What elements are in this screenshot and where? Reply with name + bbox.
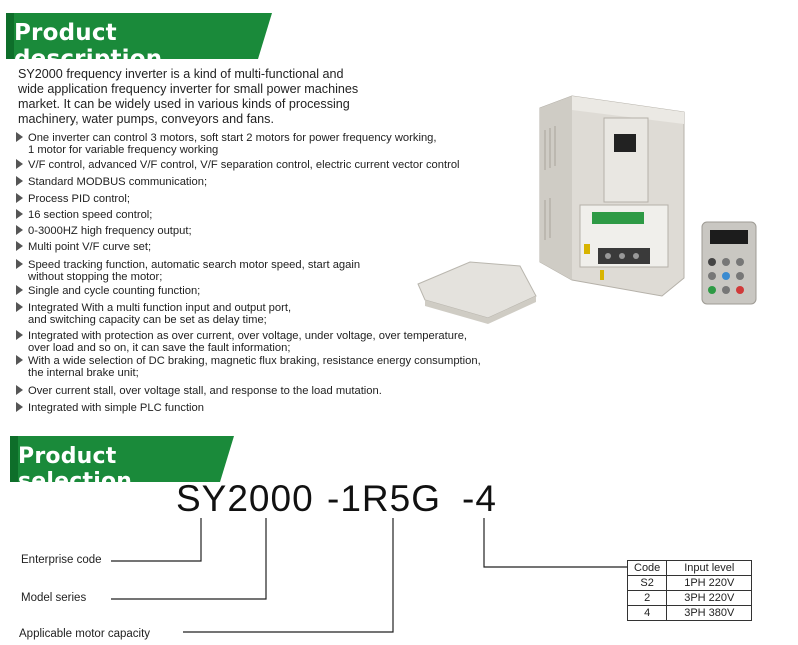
model-capacity-code: -1R5G [327, 478, 441, 519]
feature-text-continued: over load and so on, it can save the fau… [28, 342, 291, 354]
feature-text: Integrated with simple PLC function [28, 402, 204, 414]
feature-text: Over current stall, over voltage stall, … [28, 385, 382, 397]
feature-text: 16 section speed control; [28, 209, 153, 221]
section-banner-product-description: Product description [6, 13, 272, 72]
bullet-arrow-icon [16, 225, 23, 235]
intro-paragraph: SY2000 frequency inverter is a kind of m… [18, 67, 418, 127]
list-item: Over current stall, over voltage stall, … [16, 385, 382, 397]
intro-line: wide application frequency inverter for … [18, 82, 359, 96]
model-series-code: SY2000 [176, 478, 314, 519]
inverter-body [539, 95, 685, 297]
list-item: Integrated With a multi function input a… [16, 302, 291, 326]
section-banner-product-selection: Product selection [10, 436, 234, 494]
table-cell: S2 [626, 575, 668, 591]
table-cell: 3PH 220V [666, 590, 753, 606]
feature-text: 0-3000HZ high frequency output; [28, 225, 192, 237]
bullet-arrow-icon [16, 176, 23, 186]
bullet-arrow-icon [16, 193, 23, 203]
inverter-cover [417, 261, 537, 324]
bullet-arrow-icon [16, 355, 23, 365]
table-cell: 4 [626, 605, 668, 621]
table-row: S2 1PH 220V [626, 575, 753, 591]
bullet-arrow-icon [16, 330, 23, 340]
list-item: V/F control, advanced V/F control, V/F s… [16, 159, 460, 171]
bullet-arrow-icon [16, 259, 23, 269]
table-cell: 1PH 220V [666, 575, 753, 591]
input-level-table: Code Input level S2 1PH 220V 2 3PH 220V … [626, 560, 753, 621]
banner-accent [10, 436, 18, 482]
section-title: Product selection [18, 444, 133, 494]
bullet-arrow-icon [16, 159, 23, 169]
table-row: 4 3PH 380V [626, 605, 753, 621]
intro-line: machinery, water pumps, conveyors and fa… [18, 112, 274, 126]
intro-line: SY2000 frequency inverter is a kind of m… [18, 67, 344, 81]
feature-text: Standard MODBUS communication; [28, 176, 208, 188]
feature-text-continued: 1 motor for variable frequency working [28, 144, 219, 156]
keypad-remote [701, 221, 757, 305]
enterprise-code-label: Enterprise code [21, 554, 102, 566]
model-voltage-code: -4 [462, 478, 497, 519]
feature-text-continued: the internal brake unit; [28, 367, 139, 379]
list-item: One inverter can control 3 motors, soft … [16, 132, 437, 156]
feature-text: Integrated with protection as over curre… [28, 330, 468, 342]
list-item: Process PID control; [16, 193, 130, 205]
motor-capacity-label: Applicable motor capacity [19, 628, 151, 640]
feature-text: Multi point V/F curve set; [28, 241, 152, 253]
bullet-arrow-icon [16, 209, 23, 219]
feature-text: Process PID control; [28, 193, 130, 205]
table-header: Input level [666, 560, 753, 576]
list-item: 16 section speed control; [16, 209, 152, 221]
feature-text-continued: and switching capacity can be set as del… [28, 314, 267, 326]
bullet-arrow-icon [16, 402, 23, 412]
section-title: Product description [14, 20, 163, 72]
list-item: Single and cycle counting function; [16, 285, 200, 297]
bullet-arrow-icon [16, 132, 23, 142]
feature-text: With a wide selection of DC braking, mag… [28, 355, 481, 367]
bullet-arrow-icon [16, 385, 23, 395]
table-header-row: Code Input level [626, 560, 753, 576]
feature-text: Integrated With a multi function input a… [28, 302, 292, 314]
feature-text: Single and cycle counting function; [28, 285, 201, 297]
banner-accent [6, 13, 14, 59]
table-header: Code [626, 560, 668, 576]
list-item: Integrated with simple PLC function [16, 402, 204, 414]
list-item: Multi point V/F curve set; [16, 241, 151, 253]
list-item: Speed tracking function, automatic searc… [16, 259, 360, 283]
bullet-arrow-icon [16, 241, 23, 251]
selection-connector-lines [111, 518, 627, 633]
list-item: Integrated with protection as over curre… [16, 330, 467, 354]
table-cell: 3PH 380V [666, 605, 753, 621]
list-item: Standard MODBUS communication; [16, 176, 207, 188]
bullet-arrow-icon [16, 285, 23, 295]
table-row: 2 3PH 220V [626, 590, 753, 606]
feature-text: V/F control, advanced V/F control, V/F s… [28, 159, 460, 171]
feature-text-continued: without stopping the motor; [28, 271, 163, 283]
feature-text: Speed tracking function, automatic searc… [28, 259, 361, 271]
list-item: With a wide selection of DC braking, mag… [16, 355, 481, 379]
intro-line: market. It can be widely used in various… [18, 97, 350, 111]
table-cell: 2 [626, 590, 668, 606]
feature-text: One inverter can control 3 motors, soft … [28, 132, 437, 144]
model-series-label: Model series [21, 592, 87, 604]
list-item: 0-3000HZ high frequency output; [16, 225, 192, 237]
bullet-arrow-icon [16, 302, 23, 312]
